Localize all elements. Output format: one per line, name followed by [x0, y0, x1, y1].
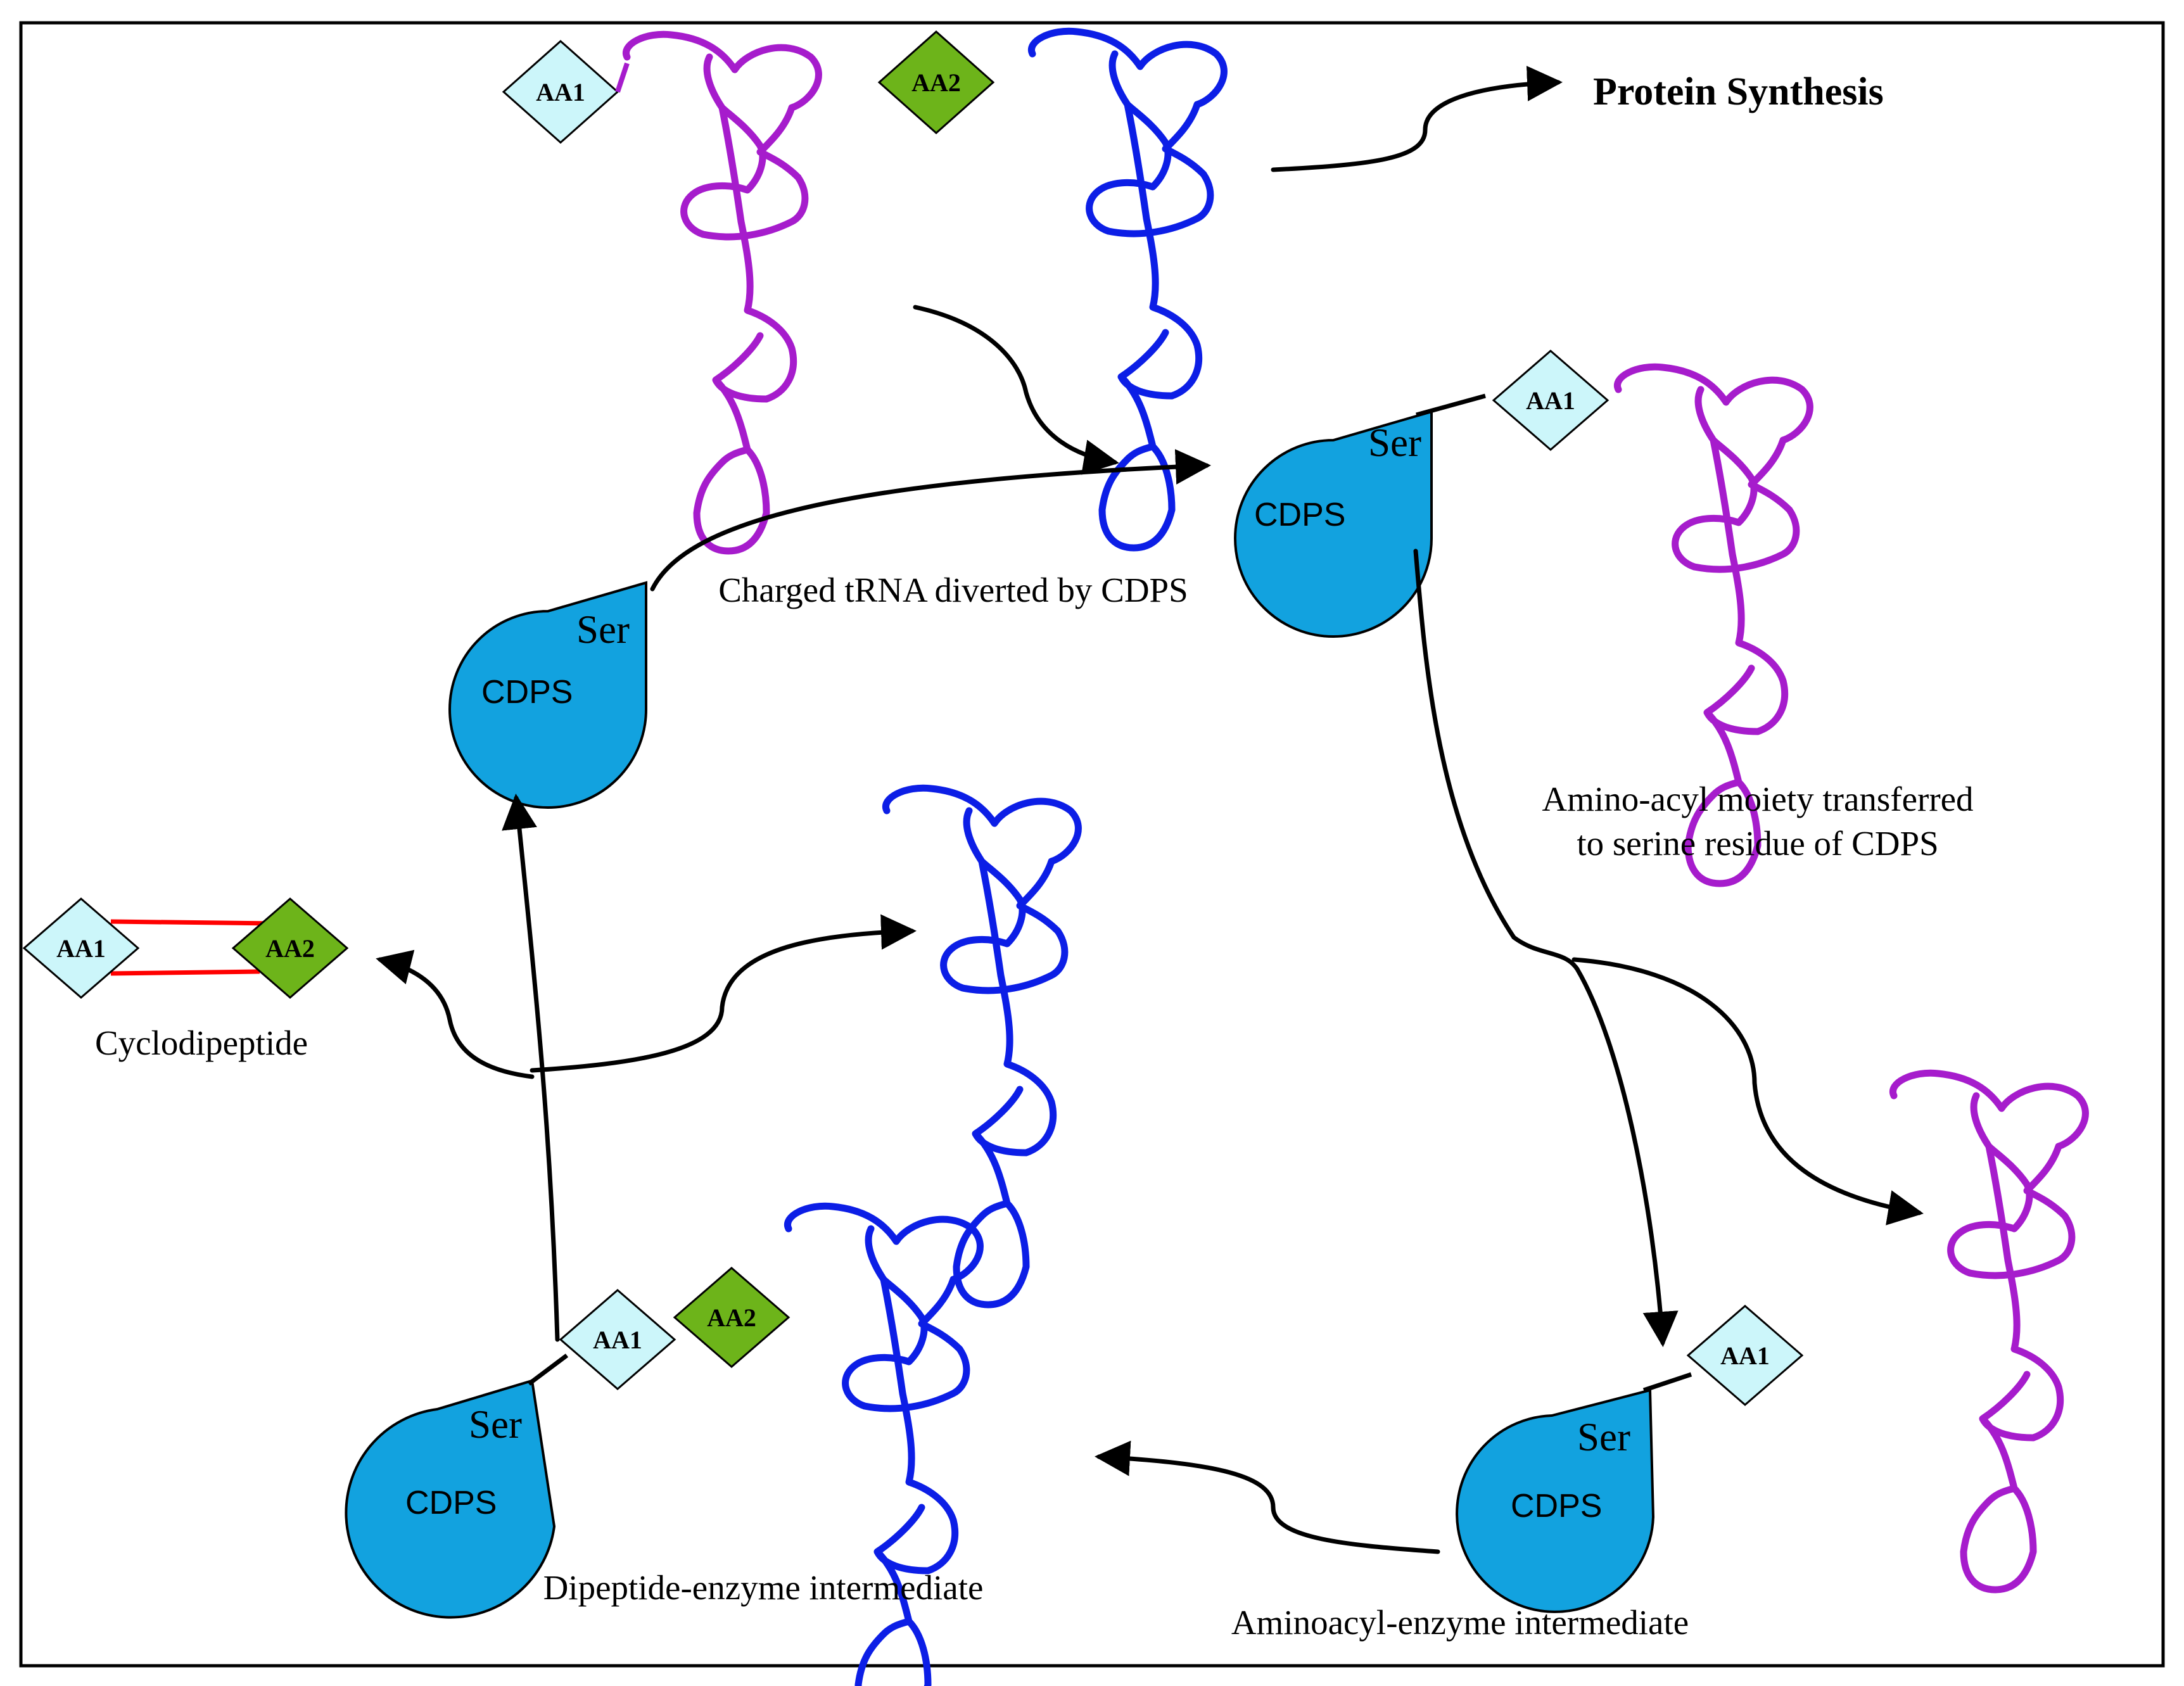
- arrow-aminoacyl-to-dipeptide: [1095, 1440, 1440, 1554]
- svg-text:AA2: AA2: [707, 1303, 756, 1332]
- arrow-upper-to-aminoacyl: [1413, 548, 1679, 1347]
- arrow-release-purple-trna: [1571, 957, 1924, 1226]
- protein-synthesis-label: Protein Synthesis: [1593, 70, 1884, 113]
- cdps-label: CDPS: [1254, 497, 1345, 533]
- svg-text:AA2: AA2: [911, 68, 961, 97]
- dipeptide-intermediate-label: Dipeptide-enzyme intermediate: [543, 1568, 984, 1607]
- aa1-diamond-bottom-right: AA1: [1686, 1305, 1804, 1406]
- svg-text:Ser: Ser: [1577, 1415, 1630, 1459]
- aa2-diamond-top: AA2: [877, 30, 995, 135]
- amino-acyl-label-line1: Amino-acyl moiety transferred: [1542, 780, 1973, 818]
- svg-text:AA1: AA1: [536, 78, 585, 106]
- svg-text:AA1: AA1: [593, 1326, 642, 1354]
- arrow-cdps-recycle-to-upper: [650, 449, 1211, 592]
- cyclodipeptide-structure: AA1 AA2: [22, 897, 349, 999]
- aa1-diamond-upper-right: AA1: [1492, 350, 1609, 451]
- cdps-dipeptide-intermediate: Ser CDPS: [345, 1379, 556, 1619]
- arrow-trna-to-cdps: [913, 305, 1119, 475]
- arrow-release-blue-trna: [530, 914, 917, 1073]
- aa1-diamond-bottom-left: AA1: [559, 1289, 676, 1390]
- amino-acyl-label-line2: to serine residue of CDPS: [1577, 824, 1938, 863]
- arrow-dipeptide-to-cdps-left: [502, 794, 560, 1342]
- aa2-diamond-bottom-left: AA2: [673, 1267, 790, 1368]
- svg-text:CDPS: CDPS: [481, 674, 573, 711]
- trna-blue-dipeptide: [787, 1206, 980, 1686]
- charged-trna-label: Charged tRNA diverted by CDPS: [718, 571, 1188, 609]
- svg-text:AA1: AA1: [1720, 1341, 1770, 1370]
- svg-text:Ser: Ser: [469, 1402, 522, 1447]
- aa1-diamond-top: AA1: [502, 39, 619, 144]
- trna-aa1-charged-top: [626, 34, 818, 551]
- svg-text:AA1: AA1: [1526, 386, 1575, 415]
- svg-text:AA2: AA2: [265, 934, 315, 963]
- ser-label: Ser: [1368, 421, 1421, 465]
- cyclodipeptide-label: Cyclodipeptide: [95, 1024, 308, 1062]
- svg-text:CDPS: CDPS: [1511, 1488, 1602, 1524]
- svg-text:CDPS: CDPS: [405, 1485, 497, 1521]
- svg-text:AA1: AA1: [56, 934, 106, 963]
- cdps-enzyme-upper: Ser CDPS: [1234, 410, 1433, 638]
- arrow-to-protein-synthesis: [1271, 65, 1563, 172]
- cdps-enzyme-left: Ser CDPS: [448, 581, 647, 809]
- cdps-aminoacyl-intermediate: Ser CDPS: [1456, 1388, 1655, 1613]
- trna-purple-released: [1893, 1073, 2085, 1590]
- arrow-to-cyclodipeptide: [376, 949, 535, 1079]
- svg-text:Ser: Ser: [576, 607, 630, 652]
- aminoacyl-intermediate-label: Aminoacyl-enzyme intermediate: [1231, 1603, 1689, 1642]
